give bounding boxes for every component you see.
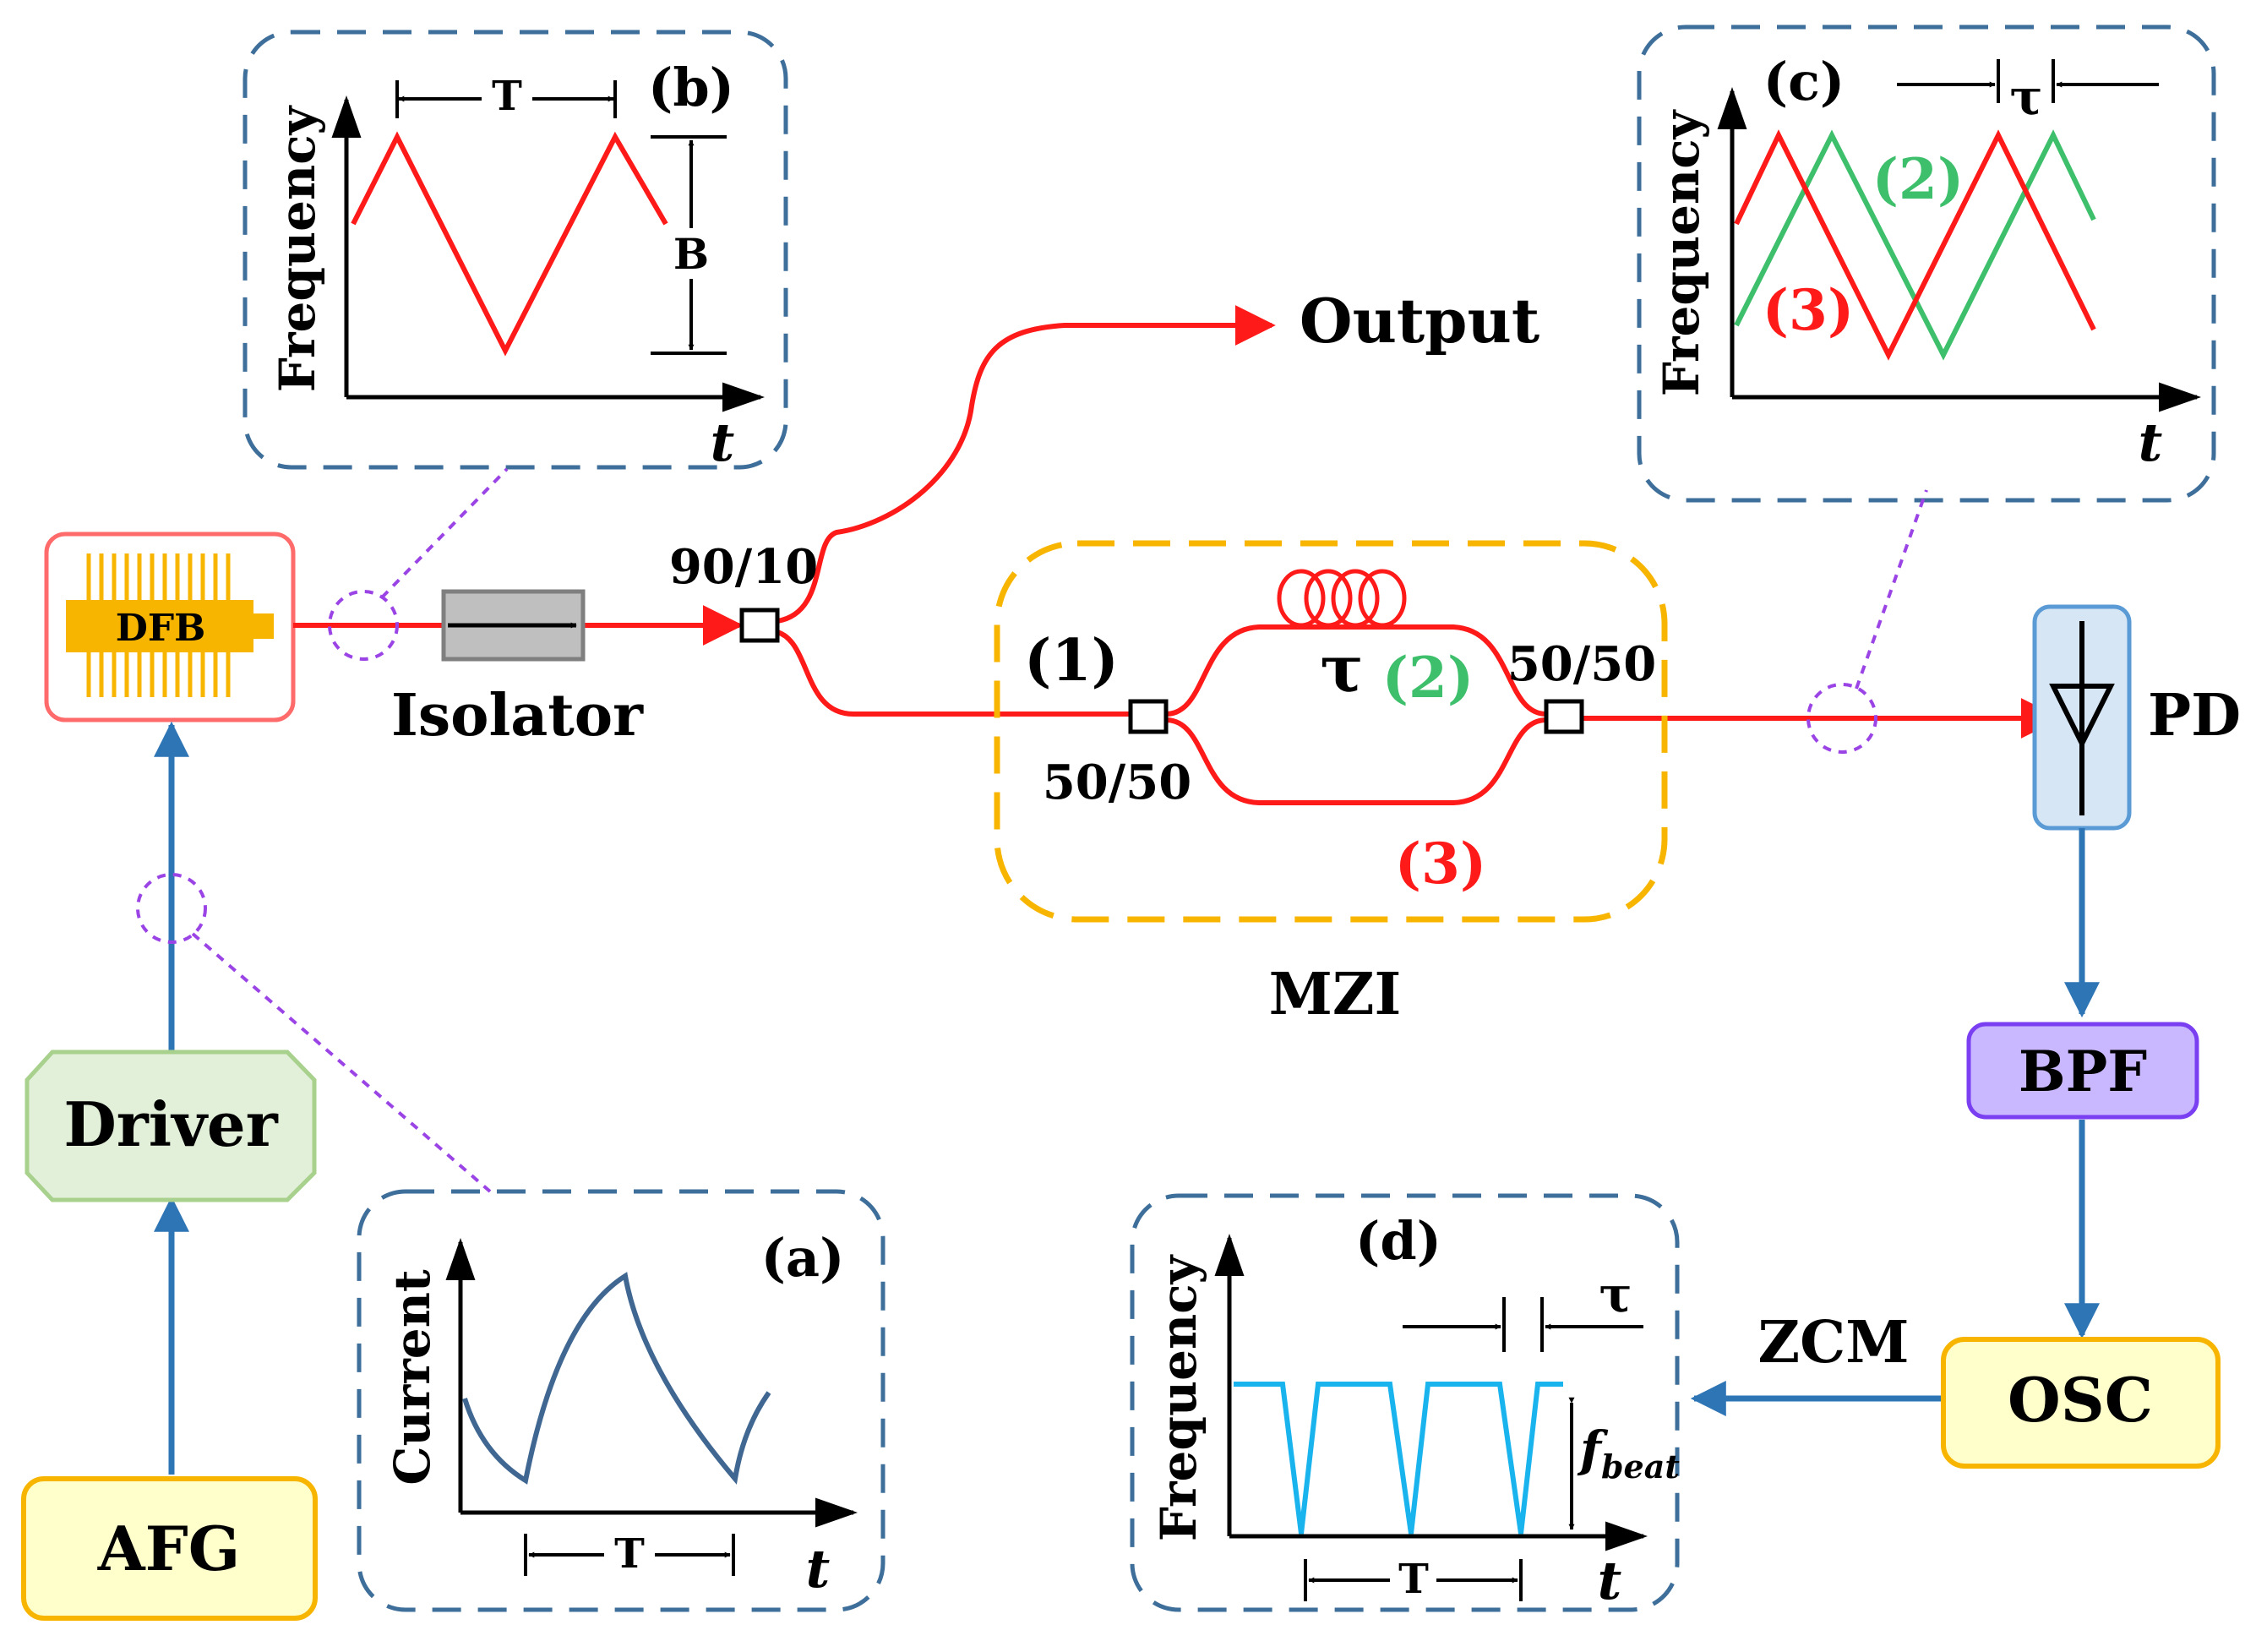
series-label-delayed: (2) [1872, 146, 1964, 212]
panel-tag-d: (d) [1355, 1210, 1441, 1272]
dfb-laser[interactable]: DFB [44, 532, 296, 722]
arm-label-1: (1) [1024, 627, 1119, 695]
panel-tag-c: (c) [1763, 51, 1845, 112]
mzi-label: MZI [1269, 961, 1402, 1028]
bandwidth-label-b: B [673, 229, 709, 279]
coupler-90-10-label: 90/10 [669, 539, 818, 595]
beat-label-d: fbeat [1577, 1420, 1680, 1486]
sweep-series-direct [1734, 129, 2096, 361]
y-axis-label-b: Frequency [269, 104, 326, 392]
period-label-a: T [614, 1530, 645, 1578]
panel-a: (a) T Current t [357, 1189, 886, 1612]
y-axis-label-c: Frequency [1653, 108, 1710, 396]
coupler-90-10[interactable] [739, 608, 780, 643]
osc-block[interactable]: OSC [1941, 1337, 2221, 1469]
output-label: Output [1300, 285, 1539, 357]
period-label-b: T [492, 73, 522, 120]
panel-c: (c) τ (2) (3) Frequency t [1637, 25, 2216, 503]
photodetector[interactable] [2032, 604, 2132, 831]
x-axis-label-c: t [2139, 412, 2163, 473]
coupler-50-50-out[interactable] [1544, 699, 1584, 734]
x-axis-label-a: t [806, 1538, 831, 1600]
osc-label: OSC [2008, 1364, 2153, 1436]
delay-label-d: τ [1599, 1266, 1632, 1323]
probe-marker-c [1806, 489, 1928, 754]
isolator-label: Isolator [391, 682, 644, 750]
y-axis-label-d: Frequency [1150, 1253, 1207, 1541]
coupler-in-label: 50/50 [1043, 755, 1191, 810]
delay-coil-icon [1277, 569, 1407, 628]
y-axis-label-a: Current [384, 1269, 441, 1486]
driver-block[interactable]: Driver [25, 1050, 317, 1202]
driver-label: Driver [63, 1088, 278, 1160]
mzi-lower-arm [1165, 717, 1547, 805]
fiber-coupler-to-output [777, 305, 1276, 624]
period-label-d: T [1398, 1556, 1429, 1603]
diode-icon [2049, 621, 2115, 815]
fiber-coupler-to-mzi [776, 630, 1132, 717]
panel-tag-a: (a) [761, 1227, 845, 1289]
isolator[interactable] [441, 589, 586, 662]
panel-tag-b: (b) [648, 57, 734, 118]
bpf-label: BPF [2019, 1039, 2147, 1104]
coupler-out-label: 50/50 [1507, 636, 1656, 692]
panel-b: T (b) B Frequency t [242, 30, 788, 473]
beat-label-sub: beat [1601, 1448, 1680, 1486]
probe-marker-b [328, 467, 509, 661]
current-trace-a [462, 1272, 771, 1485]
delay-label: τ [1320, 631, 1363, 706]
sweep-series-delayed [1734, 129, 2096, 361]
afg-label: AFG [97, 1513, 240, 1584]
mzi-box [994, 540, 1668, 923]
pd-label: PD [2148, 682, 2241, 750]
coupler-50-50-in[interactable] [1128, 699, 1169, 734]
x-axis-label-b: t [711, 412, 735, 473]
beat-trace-d [1234, 1382, 1563, 1535]
bpf-block[interactable]: BPF [1966, 1022, 2199, 1120]
triangle-sweep-b [351, 131, 668, 357]
dfb-label: DFB [116, 607, 206, 650]
probe-marker-a [136, 873, 492, 1193]
zcm-label: ZCM [1757, 1309, 1909, 1377]
series-label-direct: (3) [1763, 277, 1854, 343]
afg-block[interactable]: AFG [21, 1476, 318, 1621]
arm-label-3: (3) [1395, 831, 1486, 897]
panel-d: (d) τ fbeat T Frequency t [1130, 1193, 1680, 1612]
arm-label-2: (2) [1382, 645, 1474, 711]
x-axis-label-d: t [1598, 1550, 1622, 1611]
delay-label-c: τ [2009, 68, 2042, 126]
